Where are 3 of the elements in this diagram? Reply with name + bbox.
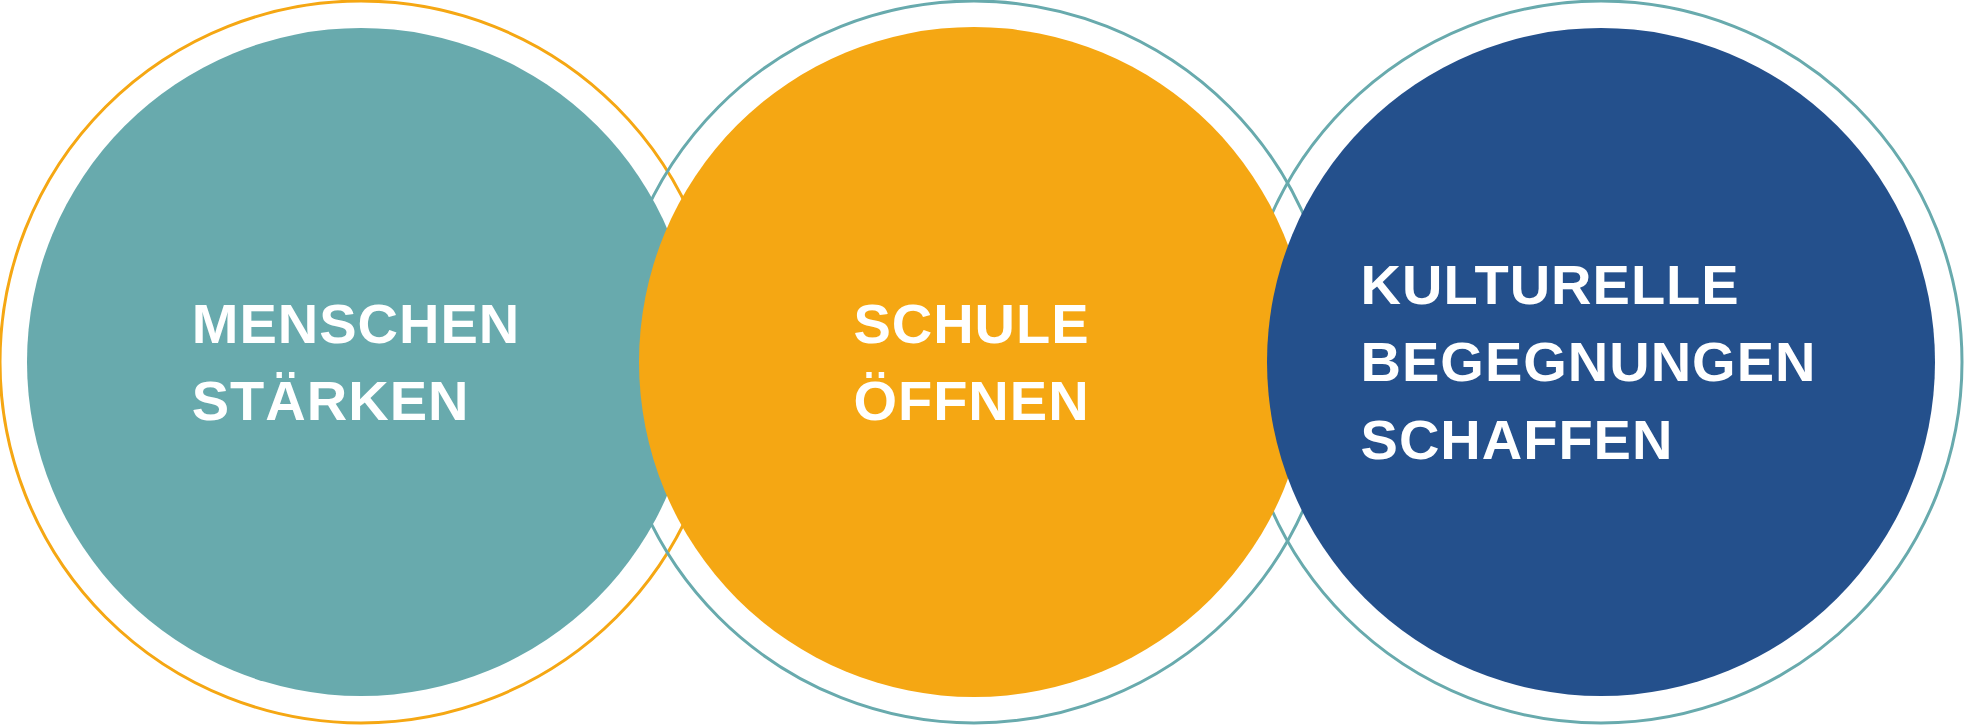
circle-label: SCHULE ÖFFNEN: [853, 290, 1090, 434]
circle-label: MENSCHEN STÄRKEN: [191, 290, 521, 434]
circle-label: KULTURELLE BEGEGNUNGEN SCHAFFEN: [1360, 252, 1817, 473]
